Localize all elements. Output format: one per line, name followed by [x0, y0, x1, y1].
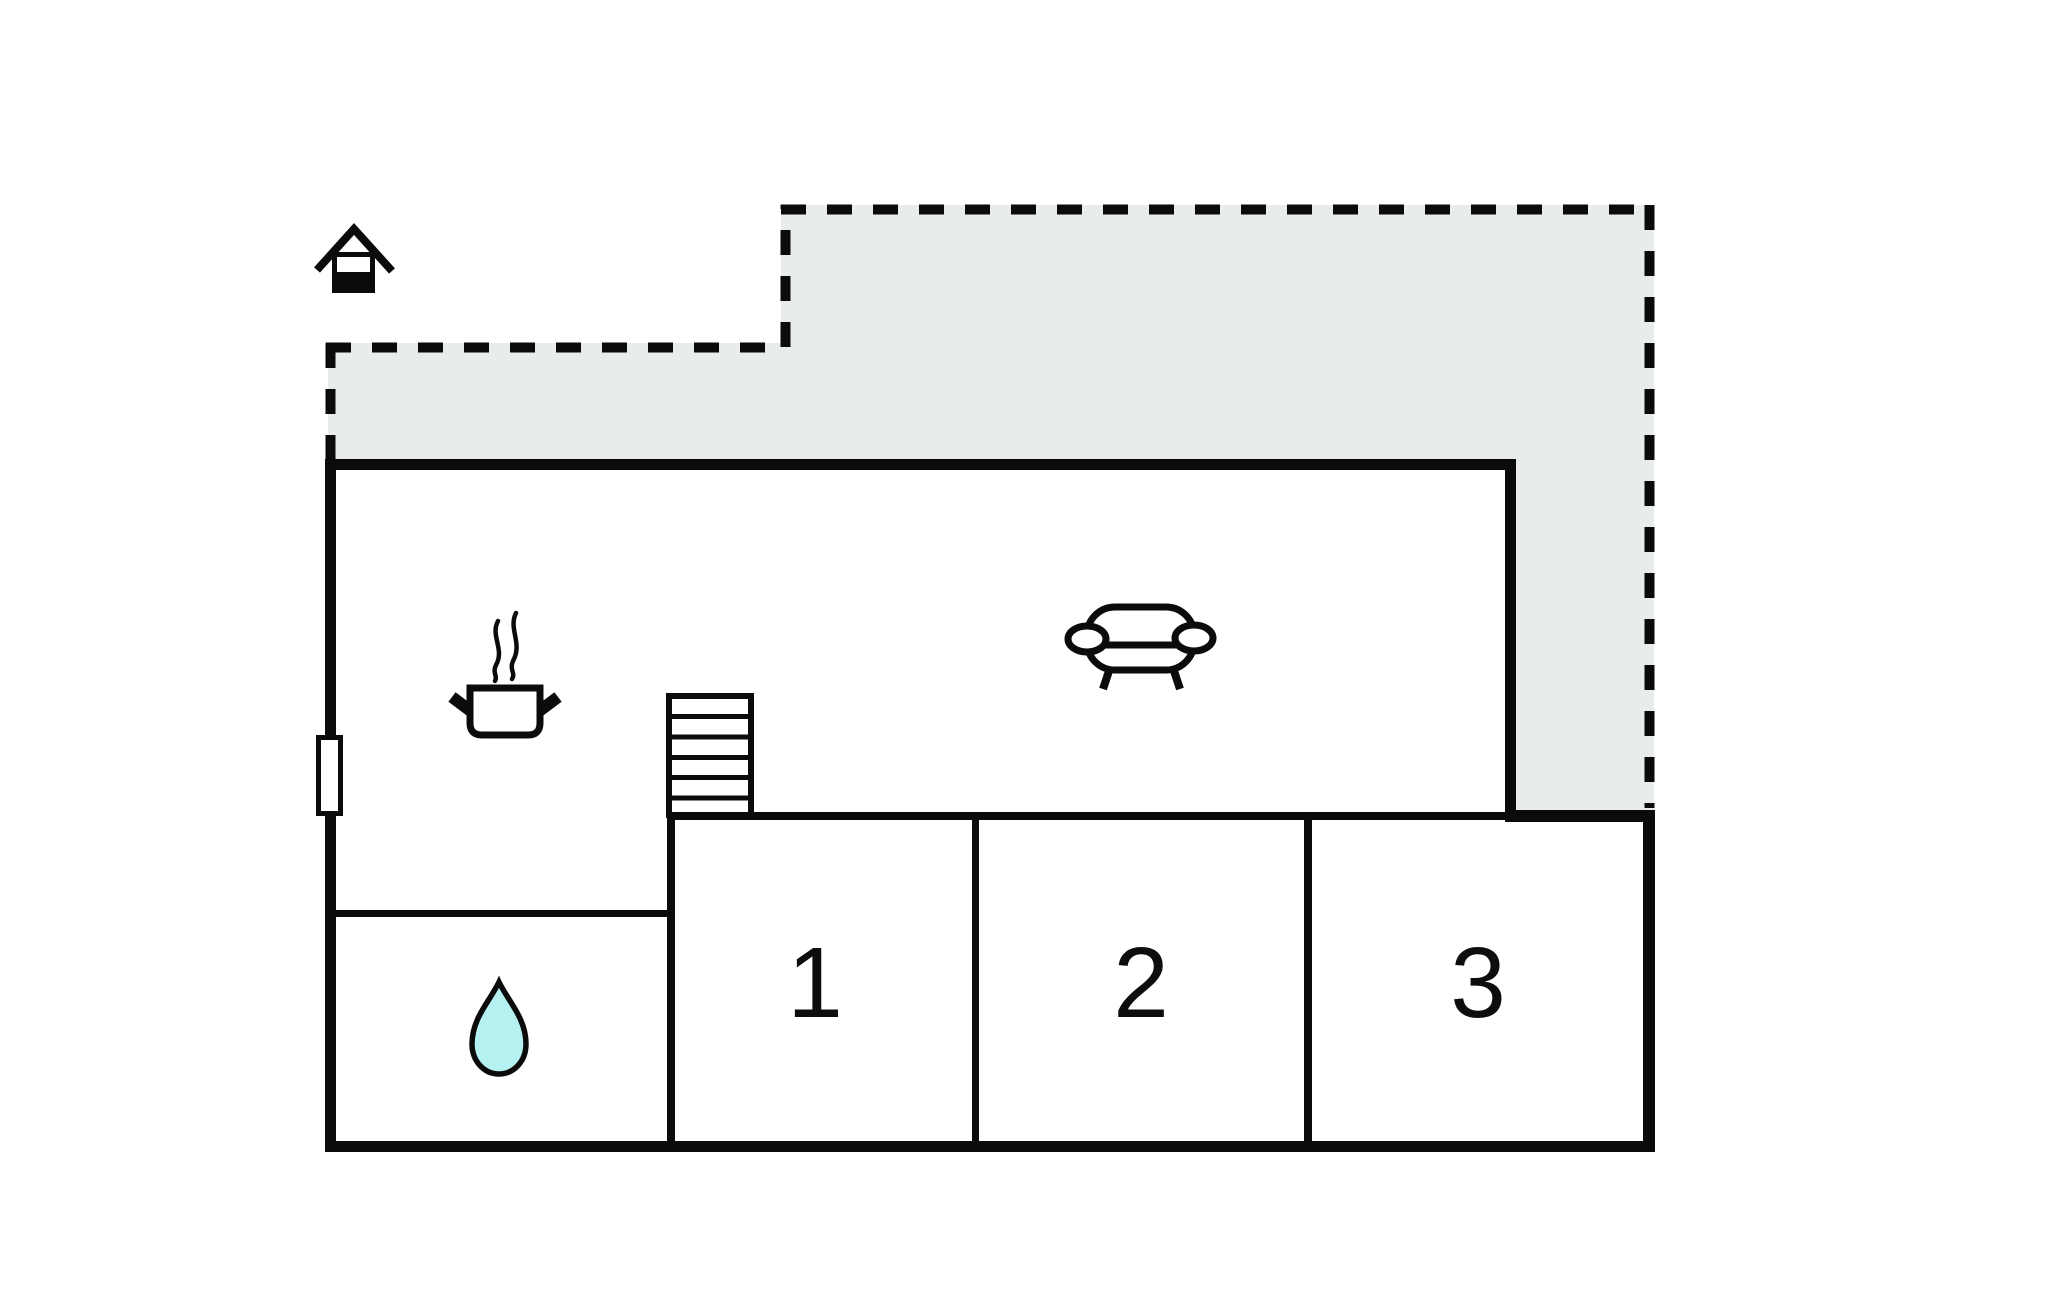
pot-body — [466, 684, 544, 739]
wall-rooms-top — [667, 812, 1512, 820]
house-icon — [314, 223, 395, 293]
house-roof — [314, 223, 395, 274]
wall-top — [325, 459, 1516, 470]
terrace-dashed-boundary — [325, 204, 1655, 808]
stairs-treads — [666, 714, 754, 801]
house-window — [337, 257, 370, 272]
terrace-area — [328, 205, 1654, 814]
wall-bathroom-top — [330, 910, 674, 917]
wall-room1-room2 — [972, 815, 979, 1145]
interior-walls — [330, 812, 1512, 1145]
room-2-label: 2 — [1113, 927, 1169, 1039]
wall-right-lower — [1643, 810, 1655, 1152]
wall-room2-room3 — [1304, 815, 1312, 1145]
sofa-right-armrest — [1171, 621, 1217, 655]
stairs-icon — [666, 693, 754, 818]
sofa-icon — [1064, 603, 1217, 691]
window-marker-icon — [316, 735, 343, 816]
living-kitchen-area — [336, 470, 1505, 812]
room-3-label: 3 — [1450, 927, 1506, 1039]
wall-bathroom-right — [667, 815, 675, 1145]
wall-step-horizontal — [1505, 810, 1655, 822]
wall-bottom — [325, 1141, 1655, 1152]
steam-icon — [492, 610, 519, 684]
wall-right-upper — [1505, 459, 1516, 816]
cooking-pot-icon — [448, 610, 562, 739]
room-1-label: 1 — [787, 927, 843, 1039]
sofa-left-armrest — [1064, 622, 1110, 656]
water-drop-icon — [469, 975, 529, 1077]
